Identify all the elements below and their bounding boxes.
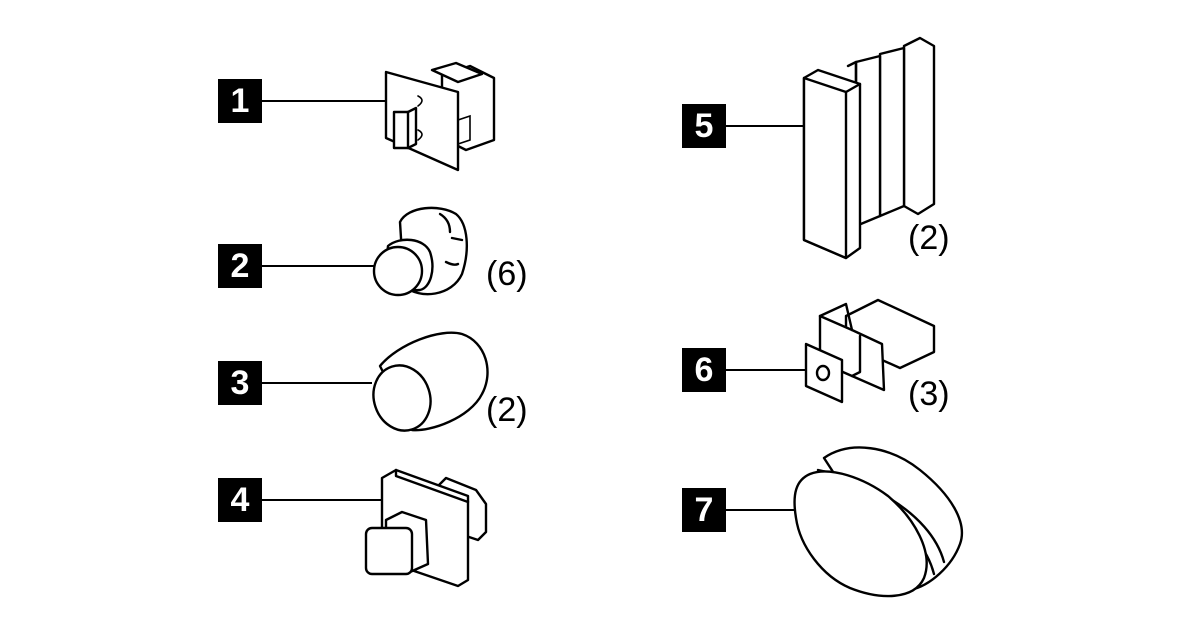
quantity-label-5: (2) xyxy=(908,219,950,257)
callout-2: 2 xyxy=(218,244,262,288)
quantity-label-6: (3) xyxy=(908,375,950,413)
callout-6: 6 xyxy=(682,348,726,392)
part-4-cover-with-knob xyxy=(364,468,488,588)
part-5-slotted-cover xyxy=(802,36,936,260)
callout-7: 7 xyxy=(682,488,726,532)
quantity-label-2: (6) xyxy=(486,255,528,293)
part-3-round-cap xyxy=(372,331,489,432)
callout-3: 3 xyxy=(218,361,262,405)
part-6-square-cover xyxy=(804,298,936,404)
part-7-rounded-plug xyxy=(793,446,963,598)
part-1-connector-cover xyxy=(384,61,496,172)
callout-5: 5 xyxy=(682,104,726,148)
part-2-push-plug xyxy=(372,206,468,297)
callout-1: 1 xyxy=(218,79,262,123)
callout-4: 4 xyxy=(218,478,262,522)
quantity-label-3: (2) xyxy=(486,391,528,429)
